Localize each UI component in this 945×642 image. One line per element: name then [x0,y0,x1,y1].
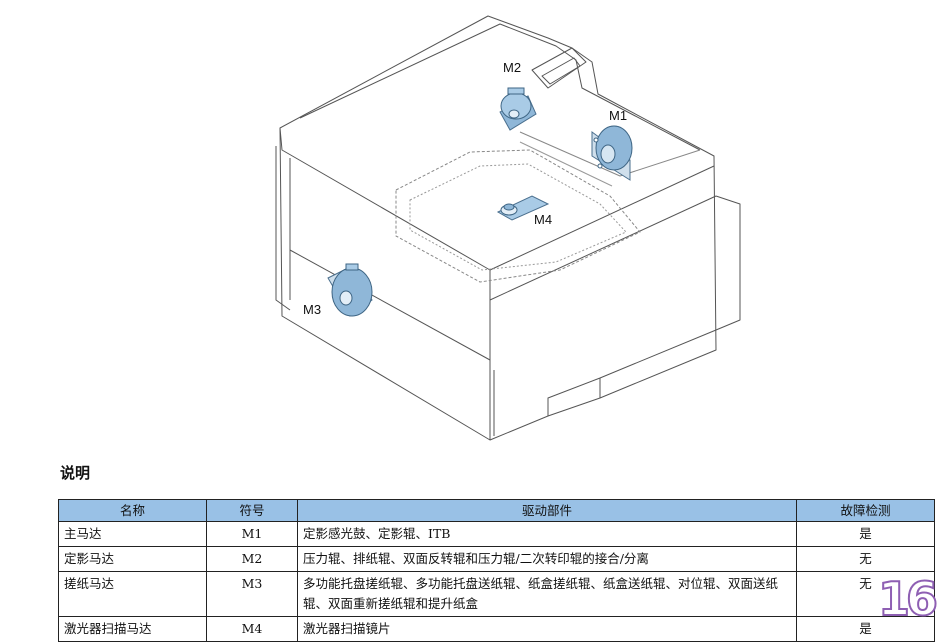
header-parts: 驱动部件 [297,499,797,522]
header-detect: 故障检测 [796,499,935,522]
cell-name: 搓纸马达 [58,571,207,617]
label-m4: M4 [534,212,552,227]
cell-name: 主马达 [58,521,207,547]
m2-motor [499,87,537,131]
table-row: 主马达 M1 定影感光鼓、定影辊、ITB 是 [58,521,935,547]
cell-symbol: M2 [206,546,298,572]
cell-symbol: M1 [206,521,298,547]
printer-motor-diagram: M2 M1 M4 M3 [275,15,741,441]
table-row: 定影马达 M2 压力辊、排纸辊、双面反转辊和压力辊/二次转印辊的接合/分离 无 [58,546,935,572]
m4-motor [496,195,550,221]
header-name: 名称 [58,499,207,522]
m3-motor [327,263,373,317]
cell-parts: 定影感光鼓、定影辊、ITB [297,521,797,547]
cell-name: 定影马达 [58,546,207,572]
cell-detect: 无 [796,546,935,572]
label-m1: M1 [609,108,627,123]
m1-motor [591,125,633,181]
cell-symbol: M3 [206,571,298,617]
header-symbol: 符号 [206,499,298,522]
cell-detect: 是 [796,521,935,547]
cell-symbol: M4 [206,616,298,642]
cell-detect: 无 [796,571,935,617]
cell-parts: 压力辊、排纸辊、双面反转辊和压力辊/二次转印辊的接合/分离 [297,546,797,572]
page-number-badge: 16 [877,571,939,627]
cell-parts: 多功能托盘搓纸辊、多功能托盘送纸辊、纸盒搓纸辊、纸盒送纸辊、对位辊、双面送纸辊、… [297,571,797,617]
table-header-row: 名称 符号 驱动部件 故障检测 [58,499,935,522]
label-m2: M2 [503,60,521,75]
label-m3: M3 [303,302,321,317]
motor-table: 名称 符号 驱动部件 故障检测 主马达 M1 定影感光鼓、定影辊、ITB 是 定… [58,499,935,642]
section-title: 说明 [60,464,91,482]
table-row: 搓纸马达 M3 多功能托盘搓纸辊、多功能托盘送纸辊、纸盒搓纸辊、纸盒送纸辊、对位… [58,571,935,617]
